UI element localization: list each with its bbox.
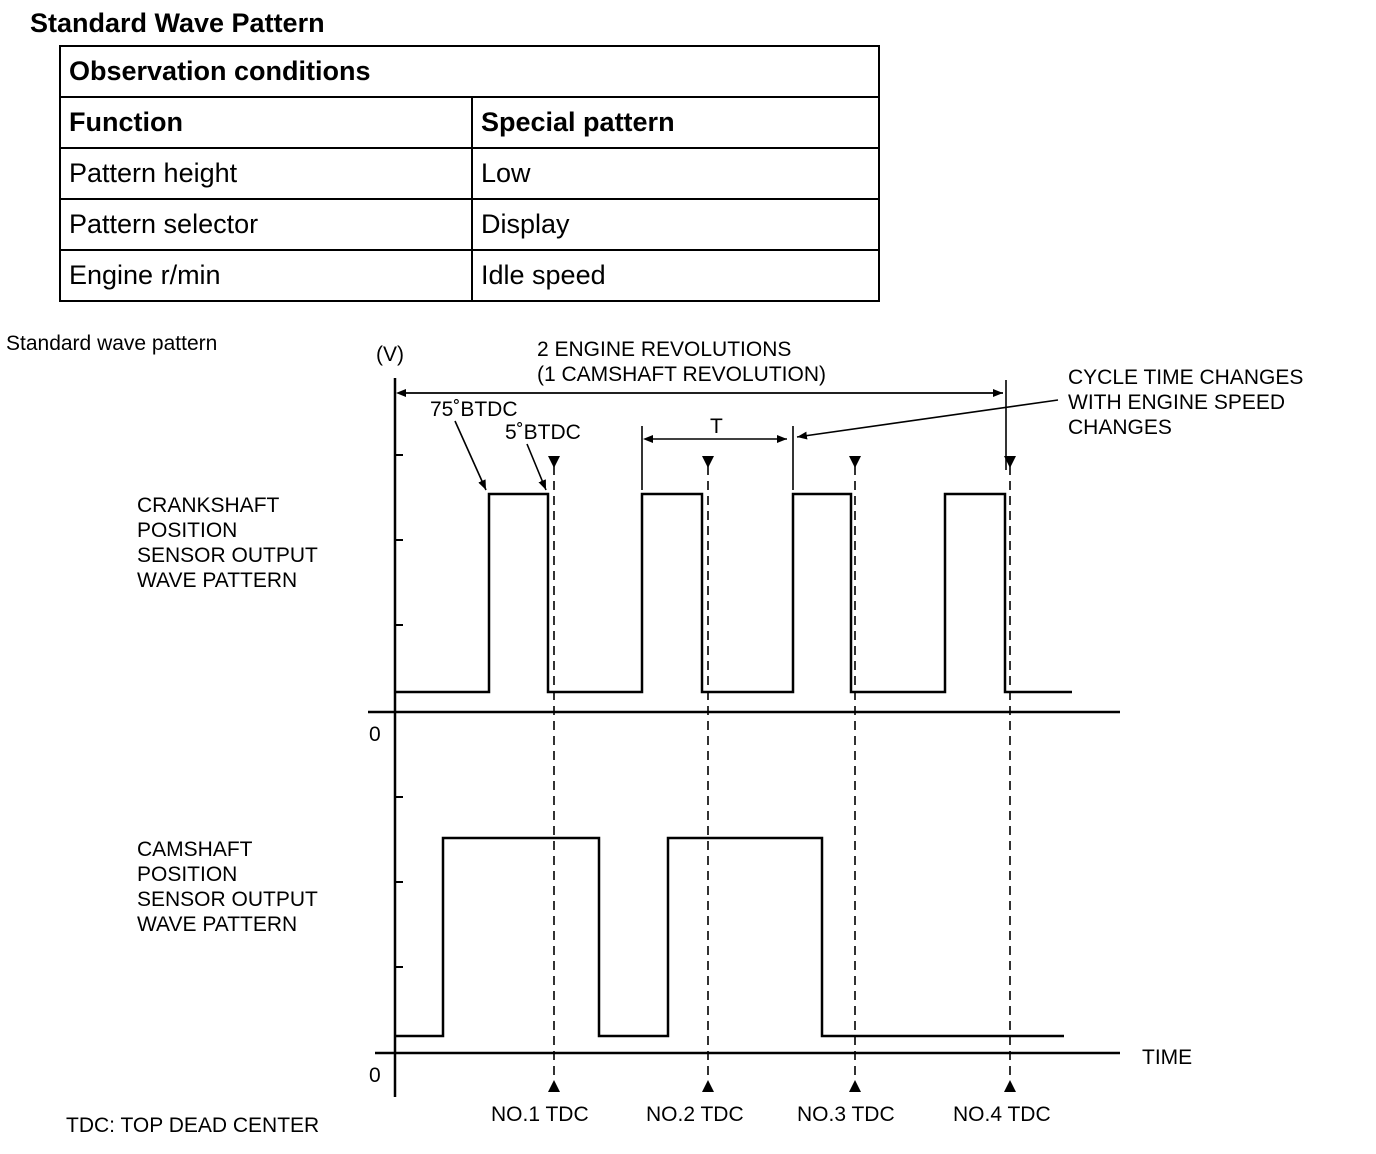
tdc-top-markers <box>548 456 1016 468</box>
tdc-legend: TDC: TOP DEAD CENTER <box>66 1114 319 1137</box>
revolutions-label-line1: 2 ENGINE REVOLUTIONS <box>537 338 791 361</box>
table-cell-pattern: Idle speed <box>471 249 880 302</box>
tdc-label-2: NO.2 TDC <box>646 1103 744 1126</box>
table-row: Engine r/min Idle speed <box>59 249 880 302</box>
table-row: Pattern selector Display <box>59 198 880 251</box>
tdc-label-1: NO.1 TDC <box>491 1103 589 1126</box>
crank-label-line3: SENSOR OUTPUT <box>137 544 318 567</box>
page-title: Standard Wave Pattern <box>30 8 325 38</box>
table-cell-function: Engine r/min <box>59 249 473 302</box>
x-axis-label: TIME <box>1142 1046 1192 1069</box>
period-arrow-left-head <box>643 435 653 443</box>
cycle-note-line3: CHANGES <box>1068 416 1172 439</box>
cycle-note-line1: CYCLE TIME CHANGES <box>1068 366 1303 389</box>
crank-label-line1: CRANKSHAFT <box>137 494 280 517</box>
cam-label-line2: POSITION <box>137 863 237 886</box>
angle-5-leader <box>526 443 547 491</box>
tdc-label-4: NO.4 TDC <box>953 1103 1051 1126</box>
y-axis-ticks <box>395 454 403 968</box>
crank-label-line4: WAVE PATTERN <box>137 569 297 592</box>
table-cell-function: Pattern height <box>59 147 473 200</box>
table-header-row: Observation conditions <box>59 45 880 98</box>
cam-label-line4: WAVE PATTERN <box>137 913 297 936</box>
table-cell-function: Pattern selector <box>59 198 473 251</box>
table-cell-pattern: Display <box>471 198 880 251</box>
column-header-special-pattern: Special pattern <box>471 96 880 149</box>
cam-label-line1: CAMSHAFT <box>137 838 253 861</box>
cycle-note-leader <box>796 399 1059 440</box>
observation-conditions-table: Observation conditions Function Special … <box>59 45 880 302</box>
revolutions-label-line2: (1 CAMSHAFT REVOLUTION) <box>537 363 826 386</box>
crank-label-line2: POSITION <box>137 519 237 542</box>
period-label: T <box>710 415 723 438</box>
angle-75-leader <box>454 420 487 491</box>
zero-label-cam: 0 <box>369 1064 381 1087</box>
table-cell-pattern: Low <box>471 147 880 200</box>
table-column-row: Function Special pattern <box>59 96 880 149</box>
table-header: Observation conditions <box>59 45 880 98</box>
cam-label-line3: SENSOR OUTPUT <box>137 888 318 911</box>
tdc-dashed-lines <box>553 466 1011 1078</box>
tdc-label-3: NO.3 TDC <box>797 1103 895 1126</box>
revolution-span-arrow-left-head <box>396 389 406 397</box>
zero-label-crank: 0 <box>369 723 381 746</box>
column-header-function: Function <box>59 96 473 149</box>
tdc-bottom-markers <box>548 1080 1016 1092</box>
table-row: Pattern height Low <box>59 147 880 200</box>
y-unit-label: (V) <box>376 343 404 366</box>
section-label: Standard wave pattern <box>6 332 218 355</box>
cycle-note-line2: WITH ENGINE SPEED <box>1068 391 1285 414</box>
angle-5-label: 5˚BTDC <box>505 421 581 444</box>
crankshaft-wave <box>395 492 1072 694</box>
angle-75-label: 75˚BTDC <box>430 398 518 421</box>
camshaft-wave <box>395 836 1064 1038</box>
